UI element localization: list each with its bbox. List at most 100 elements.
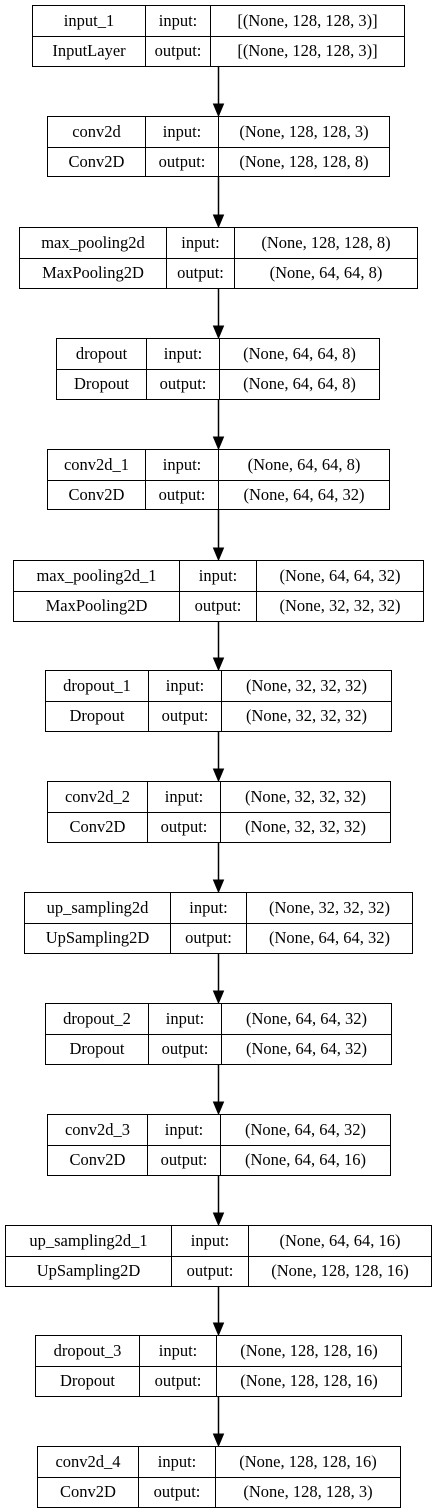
output-label: output: [139, 1367, 216, 1396]
edge-arrow [212, 177, 225, 229]
output-shape: (None, 64, 64, 32) [246, 924, 412, 953]
layer-name: up_sampling2d_1 [29, 1230, 148, 1250]
input-shape: (None, 64, 64, 16) [248, 1226, 431, 1256]
layer-name: dropout_1 [63, 675, 131, 695]
output-label: output: [138, 1478, 215, 1507]
input-label: input: [147, 1115, 220, 1145]
layer-type: Conv2D [60, 1482, 116, 1502]
input-label: input: [179, 561, 256, 591]
layer-type: Conv2D [69, 817, 126, 837]
layer-type: InputLayer [52, 41, 126, 61]
layer-type: UpSampling2D [36, 1261, 141, 1281]
output-shape: [(None, 128, 128, 3)] [210, 37, 404, 66]
layer-input-row: dropout input:(None, 64, 64, 8) [57, 339, 379, 369]
input-shape: [(None, 128, 128, 3)] [210, 6, 404, 36]
input-label: input: [138, 1447, 215, 1477]
input-shape: (None, 64, 64, 32) [220, 1115, 390, 1145]
output-shape: (None, 64, 64, 32) [221, 1035, 391, 1064]
input-label: input: [146, 339, 219, 369]
layer-name: max_pooling2d_1 [36, 565, 157, 585]
edge-arrow [212, 622, 225, 672]
input-shape: (None, 64, 64, 8) [219, 339, 379, 369]
output-shape: (None, 32, 32, 32) [256, 592, 423, 621]
edge-arrow [212, 954, 225, 1005]
layer-name: max_pooling2d [41, 232, 145, 252]
input-label: input: [145, 117, 218, 147]
layer-type: UpSampling2D [45, 928, 150, 948]
edge-arrow [212, 289, 225, 340]
layer-output-row: UpSampling2D output:(None, 128, 128, 16) [6, 1256, 431, 1286]
edge-arrow [212, 1397, 225, 1448]
edge-arrow [212, 67, 225, 118]
layer-input-row: max_pooling2d input:(None, 128, 128, 8) [20, 228, 417, 258]
output-label: output: [166, 259, 234, 288]
edge-arrow [212, 510, 225, 562]
layer-type: Dropout [74, 374, 129, 394]
layer-name: dropout_3 [53, 1340, 122, 1360]
output-label: output: [146, 370, 219, 399]
layer-type: Dropout [69, 1039, 125, 1059]
input-shape: (None, 128, 128, 8) [234, 228, 417, 258]
layer-input-row: conv2d_3 input:(None, 64, 64, 32) [48, 1115, 390, 1145]
input-label: input: [145, 6, 210, 36]
output-shape: (None, 128, 128, 16) [248, 1257, 431, 1286]
edge-arrow [212, 400, 225, 451]
input-label: input: [145, 450, 218, 480]
edge-arrow [212, 732, 225, 783]
edge-arrow [212, 843, 225, 894]
layer-output-row: UpSampling2D output:(None, 64, 64, 32) [25, 923, 412, 953]
output-shape: (None, 64, 64, 32) [218, 480, 389, 509]
layer-node-dropout-1: dropout_1 input:(None, 32, 32, 32) Dropout… [45, 670, 392, 732]
layer-name: conv2d_3 [64, 1119, 131, 1139]
input-label: input: [170, 893, 246, 923]
layer-name: input_1 [63, 10, 115, 30]
input-label: input: [148, 671, 221, 701]
output-label: output: [171, 1257, 248, 1286]
output-label: output: [170, 924, 246, 953]
layer-name: up_sampling2d [46, 897, 149, 917]
input-shape: (None, 128, 128, 16) [216, 1336, 401, 1366]
layer-type: Conv2D [69, 1150, 126, 1170]
output-label: output: [148, 702, 221, 731]
input-label: input: [139, 1336, 216, 1366]
layer-output-row: Conv2D output:(None, 128, 128, 3) [38, 1477, 400, 1507]
layer-input-row: dropout_1 input:(None, 32, 32, 32) [46, 671, 391, 701]
output-label: output: [145, 480, 218, 509]
output-shape: (None, 128, 128, 3) [215, 1478, 400, 1507]
layer-name: conv2d_1 [63, 454, 130, 474]
output-shape: (None, 128, 128, 16) [216, 1367, 401, 1396]
input-shape: (None, 128, 128, 16) [215, 1447, 400, 1477]
output-label: output: [147, 1146, 220, 1175]
layer-type: MaxPooling2D [42, 263, 144, 283]
input-label: input: [147, 782, 220, 812]
layer-input-row: dropout_3 input:(None, 128, 128, 16) [36, 1336, 401, 1366]
layer-input-row: input_1 input:[(None, 128, 128, 3)] [33, 6, 404, 36]
input-shape: (None, 32, 32, 32) [221, 671, 391, 701]
layer-type: Conv2D [68, 151, 125, 171]
input-label: input: [166, 228, 234, 258]
layer-name: conv2d_2 [64, 786, 131, 806]
input-label: input: [148, 1004, 221, 1034]
layer-type: Dropout [69, 706, 125, 726]
layer-name: dropout [75, 343, 128, 363]
